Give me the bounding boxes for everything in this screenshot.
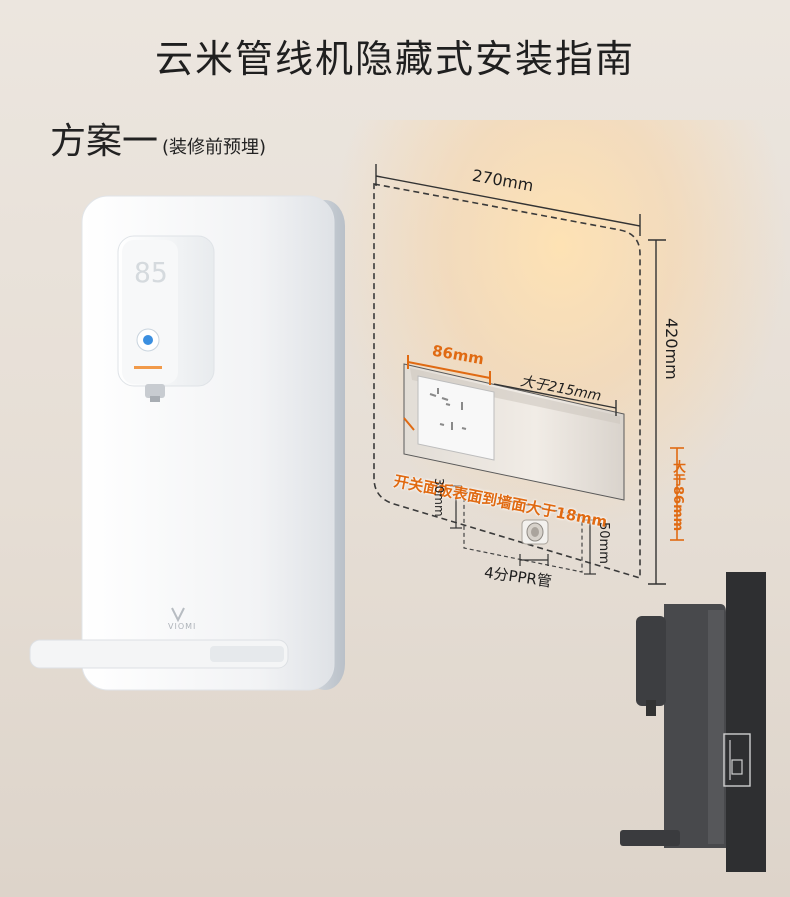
socket-width-label: 86mm xyxy=(430,341,486,369)
cavity-width-label: 270mm xyxy=(470,165,535,196)
page-title: 云米管线机隐藏式安装指南 xyxy=(154,37,635,81)
pipe-label: 4分PPR管 xyxy=(483,563,553,591)
socket-icon xyxy=(417,375,495,461)
scheme-heading: 方案一(装修前预埋) xyxy=(50,112,266,164)
recess-width-label: 大于215mm xyxy=(519,373,603,405)
ppr-pipe-icon xyxy=(521,519,549,545)
scheme-main: 方案一 xyxy=(50,121,159,162)
right-offset-label: 大于86mm xyxy=(670,460,685,532)
cavity-height-label: 420mm xyxy=(662,318,681,380)
panel-depth-note: 开关面板表面到墙面大于18mm xyxy=(392,471,609,532)
brand-logo: VIOMI xyxy=(168,622,197,631)
display-readout: 85 xyxy=(134,256,168,289)
scheme-sub: (装修前预埋) xyxy=(162,137,267,158)
pipe-offset-top-label: 30mm xyxy=(432,478,446,517)
pipe-offset-bottom-label: 50mm xyxy=(596,522,611,564)
